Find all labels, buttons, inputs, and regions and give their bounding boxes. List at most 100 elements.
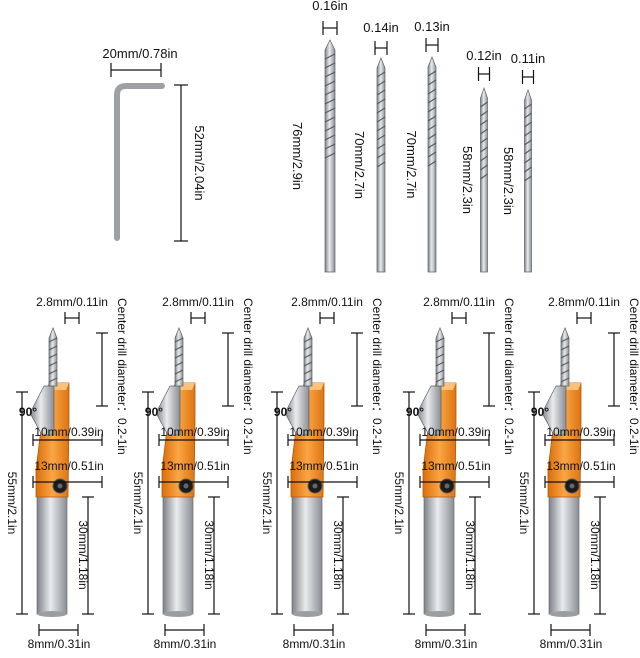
countersink-pilot-flute: [48, 369, 58, 375]
drill-bit-flute: [376, 143, 386, 150]
drill-bit-flute: [427, 133, 437, 140]
countersink-pilot-flute: [435, 377, 445, 383]
countersink-pilot-flute: [174, 353, 184, 359]
countersink-pilot-flute: [303, 377, 313, 383]
countersink-cutter: [29, 385, 55, 436]
drill-bit-flute: [524, 175, 532, 182]
countersink-pilot-flute: [560, 353, 570, 359]
countersink-pilot-flute: [174, 345, 184, 351]
countersink-bit: 2.8mm/0.11in Center drill diameter：0.2-1i…: [5, 295, 129, 651]
countersink-bit-set: 2.8mm/0.11in Center drill diameter：0.2-1i…: [5, 295, 640, 651]
drill-bit-length-label: 58mm/2.3in: [460, 146, 475, 214]
hex-key-length-label: 52mm/2.04in: [192, 125, 207, 200]
drill-bit-flute: [324, 89, 336, 96]
drill-bit-diameter-label: 0.16in: [312, 0, 347, 13]
countersink-pilot-flute: [560, 345, 570, 351]
set-screw-socket-icon: [183, 483, 189, 489]
drill-bit-flute: [376, 152, 386, 159]
drill-bit: 0.11in 58mm/2.3in: [501, 51, 545, 273]
countersink-pilot-flute: [560, 377, 570, 383]
drill-bit-flute: [480, 101, 488, 108]
collar-diameter-label: 13mm/0.51in: [160, 459, 229, 473]
drill-bit-diameter-label: 0.11in: [511, 51, 545, 66]
drill-bit-flute: [376, 161, 386, 168]
countersink-pilot-flute: [435, 345, 445, 351]
angle-label: 90°: [274, 405, 292, 419]
countersink-bit: 2.8mm/0.11in Center drill diameter：0.2-1i…: [260, 295, 384, 651]
drill-bit-flute: [324, 80, 336, 87]
overall-length-label: 55mm/2.1in: [5, 472, 19, 535]
countersink-shank-end: [37, 611, 67, 617]
countersink-shank: [162, 495, 194, 615]
cone-diameter-label: 10mm/0.39in: [289, 425, 358, 439]
set-screw-socket-icon: [312, 483, 318, 489]
drill-bit-flute: [376, 116, 386, 123]
tip-diameter-label: 2.8mm/0.11in: [291, 295, 363, 309]
countersink-pilot-flute: [435, 361, 445, 367]
countersink-pilot-flute: [48, 353, 58, 359]
drill-bit-length-label: 70mm/2.7in: [352, 131, 367, 199]
collar-diameter-label: 13mm/0.51in: [421, 459, 490, 473]
shank-length-label: 30mm/1.18in: [463, 520, 477, 589]
drill-bit-flute: [427, 97, 437, 104]
countersink-pilot-flute: [174, 361, 184, 367]
shank-diameter-label: 8mm/0.31in: [540, 637, 603, 651]
drill-bit-flute: [524, 148, 532, 155]
center-drill-label: Center drill diameter：0.2-1in: [370, 298, 384, 455]
drill-bit-flute: [427, 106, 437, 113]
drill-bit-flute: [376, 71, 386, 78]
drill-bit-flute: [324, 107, 336, 114]
countersink-cutter: [416, 385, 442, 436]
countersink-pilot-flute: [48, 377, 58, 383]
drill-bit-body: [524, 88, 532, 273]
countersink-pilot-flute: [174, 369, 184, 375]
drill-bit-flute: [524, 121, 532, 128]
center-drill-label: Center drill diameter：0.2-1in: [115, 298, 129, 455]
drill-bit-flute: [376, 107, 386, 114]
drill-bit-flute: [427, 79, 437, 86]
drill-bit-flute: [524, 130, 532, 137]
drill-bit-flute: [427, 160, 437, 167]
drill-bit-flute: [324, 125, 336, 132]
countersink-pilot-flute: [303, 353, 313, 359]
hex-key: 20mm/0.78in 52mm/2.04in: [102, 46, 207, 242]
drill-bit-flute: [480, 155, 488, 162]
drill-bit-flute: [324, 116, 336, 123]
collar-diameter-label: 13mm/0.51in: [546, 459, 615, 473]
drill-bit-flute: [480, 119, 488, 126]
drill-bit-flute: [427, 124, 437, 131]
countersink-pilot-flute: [435, 337, 445, 343]
tip-diameter-label: 2.8mm/0.11in: [36, 295, 108, 309]
drill-bit-flute: [427, 88, 437, 95]
countersink-pilot-flute: [303, 337, 313, 343]
countersink-pilot-flute: [435, 369, 445, 375]
drill-bit-flute: [324, 152, 336, 159]
drill-bit-flute: [376, 125, 386, 132]
shank-length-label: 30mm/1.18in: [588, 520, 602, 589]
collar-diameter-label: 13mm/0.51in: [34, 459, 103, 473]
shank-diameter-label: 8mm/0.31in: [283, 637, 346, 651]
drill-bit-flute: [480, 128, 488, 135]
shank-diameter-label: 8mm/0.31in: [28, 637, 91, 651]
center-drill-label: Center drill diameter：0.2-1in: [627, 298, 640, 455]
angle-label: 90°: [145, 405, 163, 419]
hex-key-width-label: 20mm/0.78in: [102, 46, 177, 61]
shank-length-label: 30mm/1.18in: [76, 520, 90, 589]
countersink-shank-end: [424, 611, 454, 617]
set-screw-socket-icon: [569, 483, 575, 489]
drill-bit-diameter-label: 0.13in: [414, 19, 449, 34]
countersink-pilot-flute: [560, 369, 570, 375]
overall-length-label: 55mm/2.1in: [260, 472, 274, 535]
drill-bit-length-label: 58mm/2.3in: [501, 147, 516, 215]
shank-diameter-label: 8mm/0.31in: [154, 637, 217, 651]
drill-bit-flute: [376, 80, 386, 87]
countersink-pilot-flute: [560, 337, 570, 343]
countersink-pilot-flute: [48, 345, 58, 351]
countersink-shank: [291, 495, 323, 615]
